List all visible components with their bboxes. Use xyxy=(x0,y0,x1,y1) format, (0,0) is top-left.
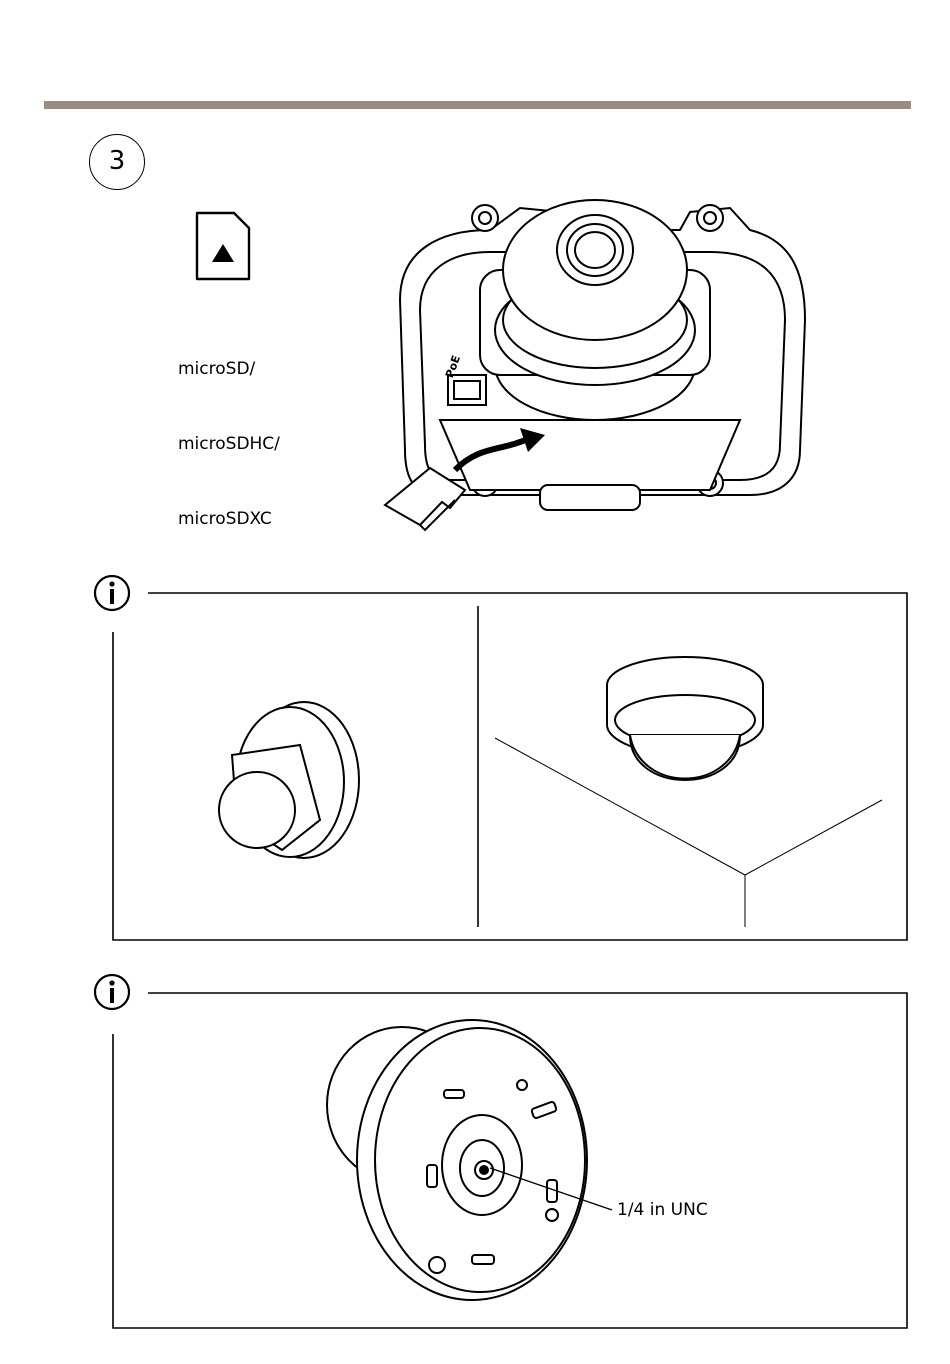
camera-mounting-plate-illustration xyxy=(322,1010,592,1310)
unc-thread-label: 1/4 in UNC xyxy=(617,1200,708,1220)
